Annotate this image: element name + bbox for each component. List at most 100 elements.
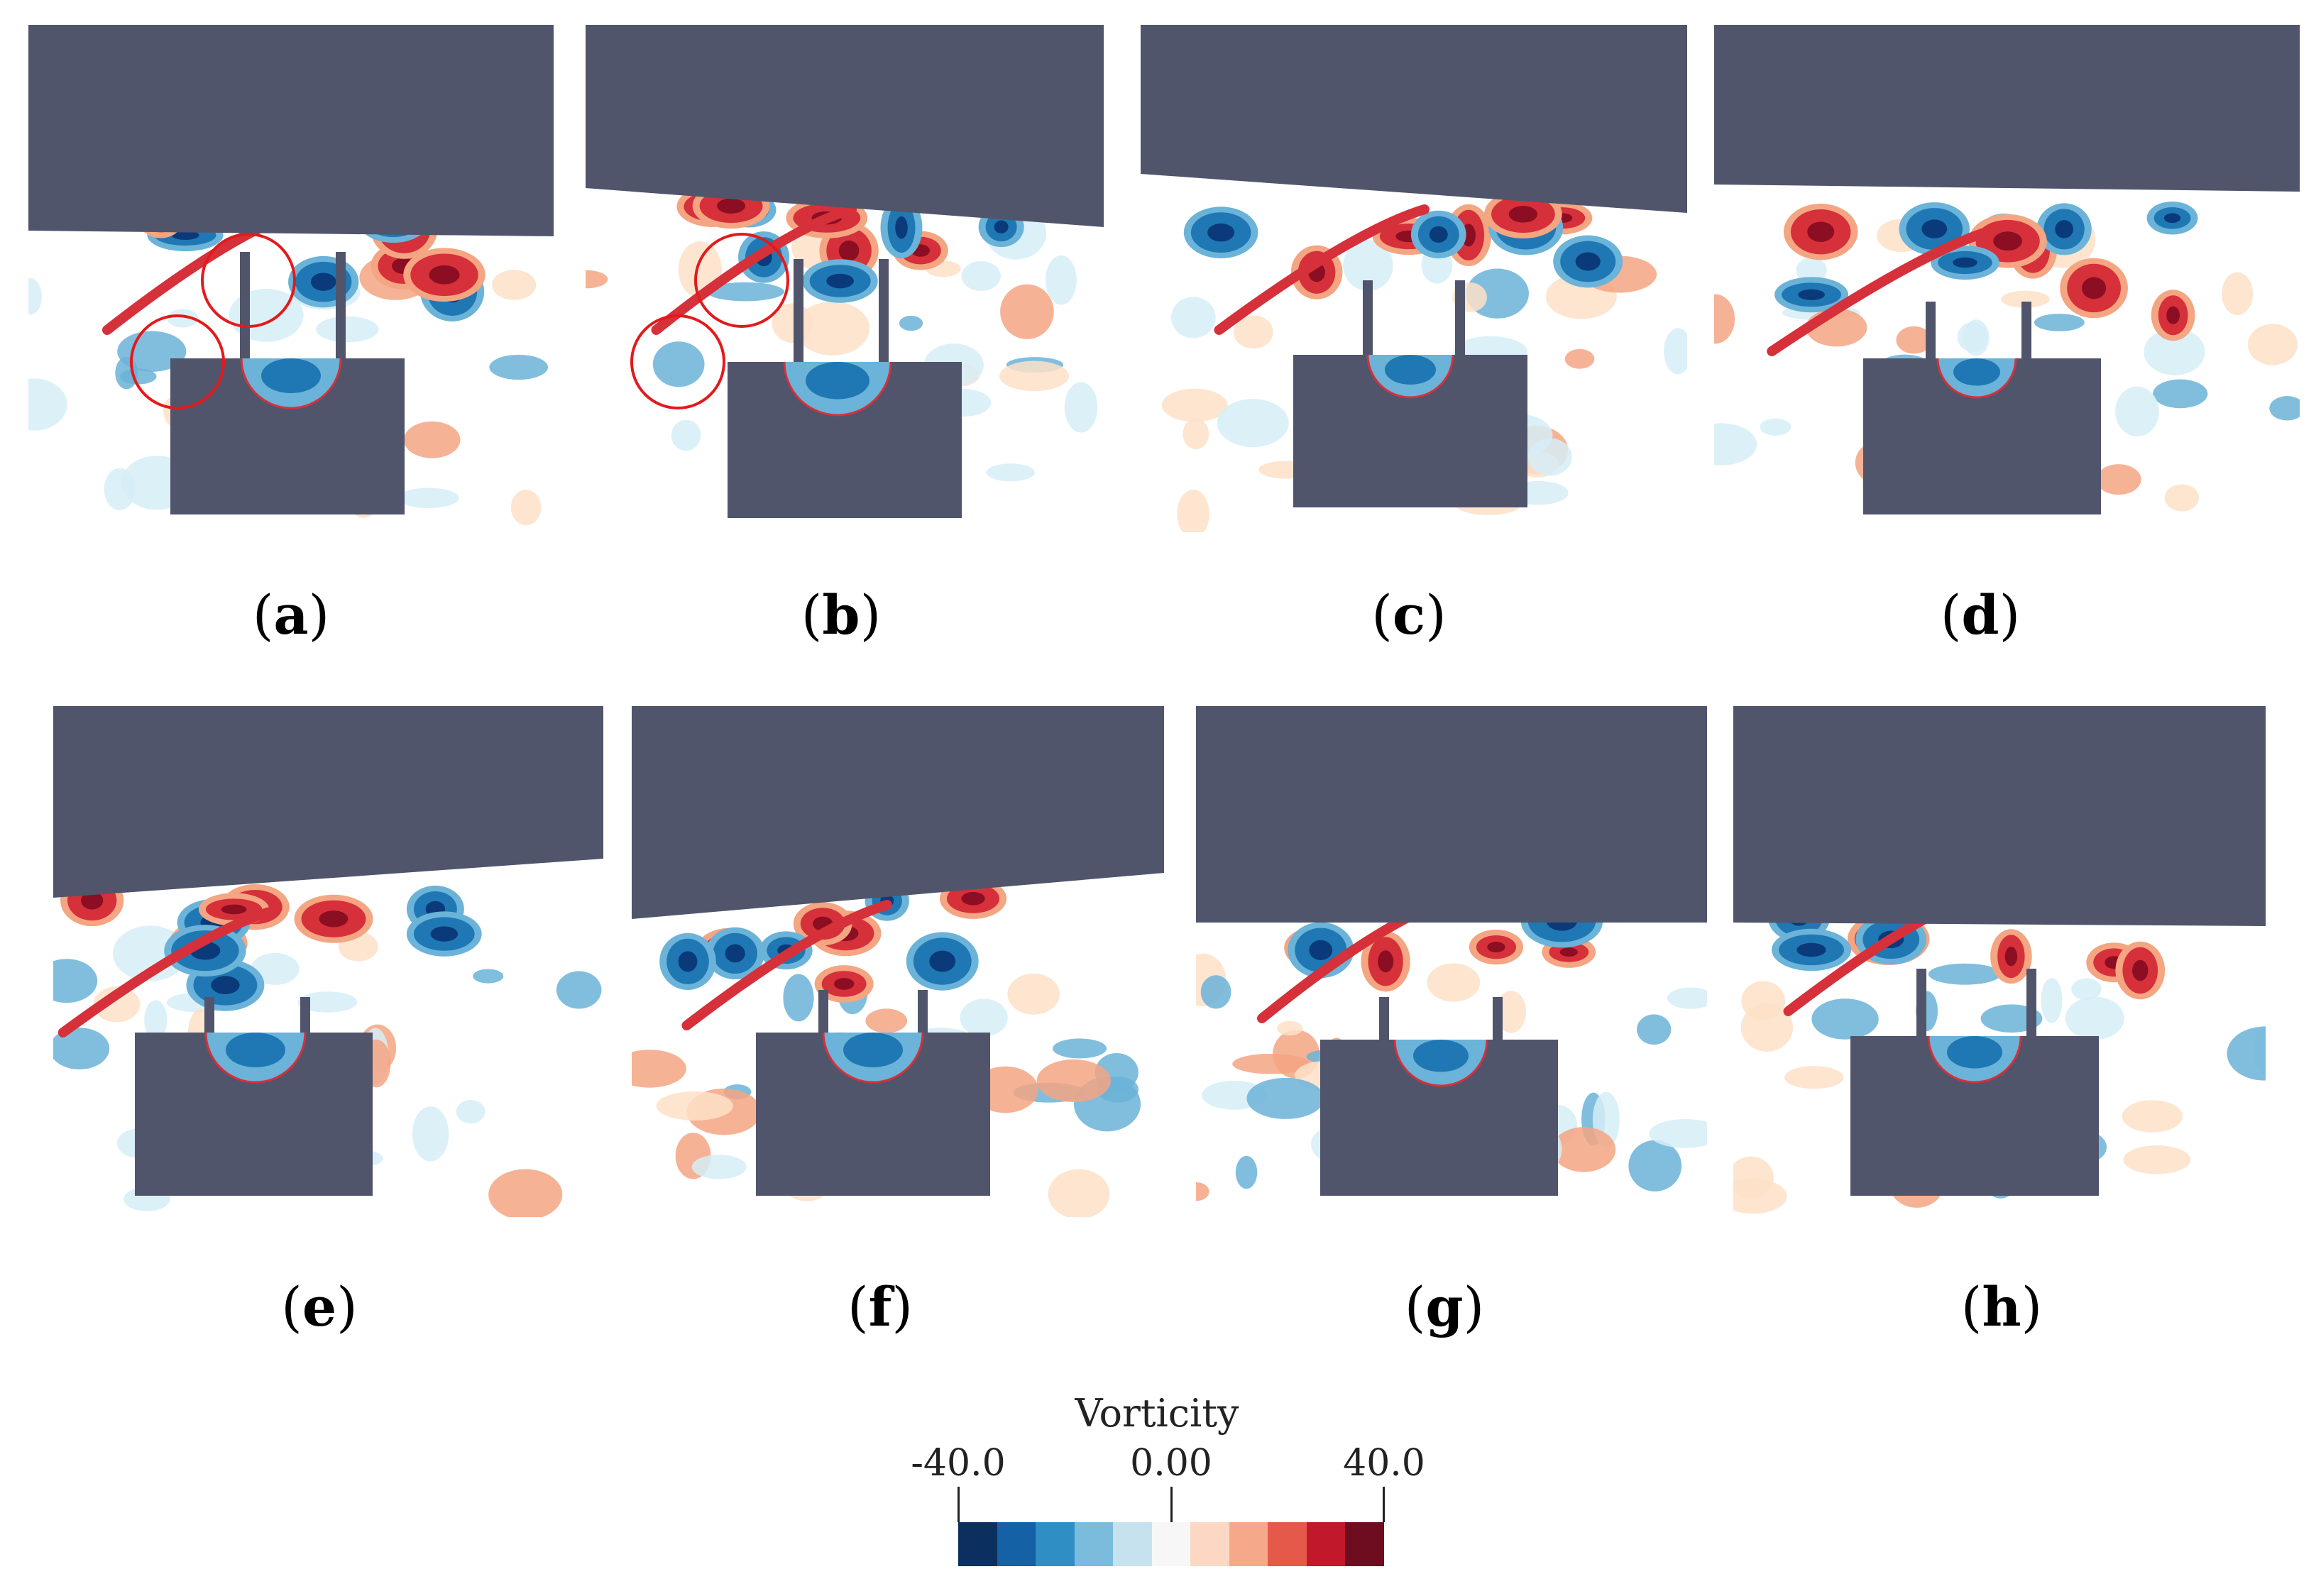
vortex-blob	[1000, 284, 1054, 339]
vortex-blob	[1928, 963, 2002, 985]
vortex-blob	[510, 490, 542, 526]
vortex-center	[961, 891, 985, 906]
vortex-center	[211, 976, 240, 995]
vorticity-panel-a	[28, 25, 554, 532]
vortex-center	[1508, 206, 1538, 223]
fin-plate	[1379, 997, 1389, 1040]
vortex-blob	[1064, 382, 1098, 433]
vortex-blob	[456, 1099, 485, 1124]
fin-plate	[918, 990, 928, 1033]
colorbar-swatch	[1151, 1522, 1191, 1566]
vortex-blob	[1496, 991, 1527, 1033]
vortex-center	[1309, 940, 1333, 960]
vortex-center	[1993, 231, 2022, 251]
vortex-blob	[473, 969, 504, 984]
vorticity-panel-h	[1733, 706, 2266, 1217]
vortex-blob	[2071, 978, 2102, 1001]
vortex-center	[1796, 942, 1826, 957]
vortex-center	[1559, 947, 1578, 957]
highlight-circle	[630, 314, 725, 409]
vortex-blob	[1036, 1059, 1111, 1103]
vortex-blob	[986, 463, 1035, 482]
vortex-center	[221, 904, 247, 915]
vortex-center	[1807, 221, 1835, 242]
colorbar-swatches	[958, 1522, 1385, 1566]
shear-layer	[57, 907, 275, 1038]
vortex-blob	[656, 1091, 733, 1121]
fin-plate	[1493, 997, 1503, 1040]
vortex-center	[1207, 223, 1235, 242]
vortex-center	[2163, 213, 2181, 224]
cavity-vortex-core	[1953, 358, 2000, 386]
vortex-blob	[2247, 324, 2298, 365]
vortex-center	[1487, 942, 1505, 953]
vorticity-panel-d	[1714, 25, 2300, 532]
vortex-blob	[2041, 977, 2063, 1023]
panel-label-b: (b)	[801, 583, 882, 646]
vorticity-panel-e	[53, 706, 603, 1217]
flow-field-svg	[53, 706, 603, 1217]
vortex-blob	[1170, 297, 1216, 339]
vortex-blob	[961, 260, 1001, 292]
shear-layer	[651, 204, 857, 335]
vortex-blob	[2164, 484, 2200, 512]
panel-label-g: (g)	[1404, 1275, 1485, 1338]
vortex-blob	[2115, 386, 2159, 437]
cavity-vortex-core	[843, 1033, 903, 1067]
vortex-center	[833, 978, 855, 990]
fin-plate	[1926, 302, 1936, 358]
panel-label-d: (d)	[1940, 583, 2021, 646]
vortex-center	[1921, 219, 1948, 238]
vortex-blob	[691, 1155, 747, 1179]
vortex-center	[2082, 277, 2107, 299]
fin-plate	[300, 997, 310, 1033]
vortex-blob	[795, 301, 870, 356]
vortex-blob	[899, 315, 923, 331]
fin-plate	[2026, 969, 2036, 1036]
vortex-blob	[119, 368, 157, 385]
vortex-center	[2004, 947, 2018, 967]
fin-plate	[818, 990, 828, 1033]
vortex-center	[717, 198, 746, 214]
vortex-blob	[1714, 294, 1735, 344]
vortex-blob	[93, 986, 141, 1023]
vortex-blob	[403, 421, 461, 458]
vortex-blob	[2034, 314, 2085, 331]
vortex-blob	[488, 1169, 563, 1217]
vortex-center	[2132, 959, 2149, 981]
upper-solid-boundary	[1196, 706, 1707, 923]
fin-plate	[794, 259, 803, 362]
vortex-blob	[2096, 464, 2141, 495]
fin-plate	[879, 259, 889, 362]
vortex-blob	[1161, 388, 1228, 422]
vortex-blob	[1664, 328, 1687, 375]
vortex-center	[429, 265, 460, 285]
vortex-center	[838, 240, 860, 261]
colorbar-tick-mid: 0.00	[1130, 1442, 1212, 1485]
fin-plate	[204, 997, 214, 1033]
cavity-vortex-core	[1385, 355, 1436, 385]
vortex-blob	[2153, 379, 2208, 409]
vortex-blob	[556, 971, 602, 1009]
vortex-blob	[28, 378, 67, 431]
cavity-wall	[1393, 1039, 1488, 1087]
vortex-center	[310, 273, 336, 291]
highlight-circle	[694, 233, 789, 328]
cavity-vortex-core	[1947, 1036, 2002, 1069]
vortex-blob	[783, 974, 814, 1022]
flow-field-svg	[1141, 25, 1687, 532]
cavity-vortex-core	[261, 358, 321, 393]
cavity-wall	[822, 1032, 924, 1084]
vortex-center	[1798, 289, 1825, 300]
vortex-blob	[1649, 1118, 1707, 1148]
upper-solid-boundary	[28, 25, 554, 236]
cavity-vortex-core	[806, 362, 869, 400]
vortex-blob	[144, 1000, 168, 1040]
upper-solid-boundary	[1141, 25, 1687, 213]
vortex-blob	[1784, 1066, 1844, 1089]
flow-field-svg	[632, 706, 1164, 1217]
cavity-wall	[1927, 1035, 2022, 1084]
vorticity-panel-b	[586, 25, 1104, 532]
vortex-blob	[492, 270, 537, 300]
vortex-center	[678, 951, 698, 972]
